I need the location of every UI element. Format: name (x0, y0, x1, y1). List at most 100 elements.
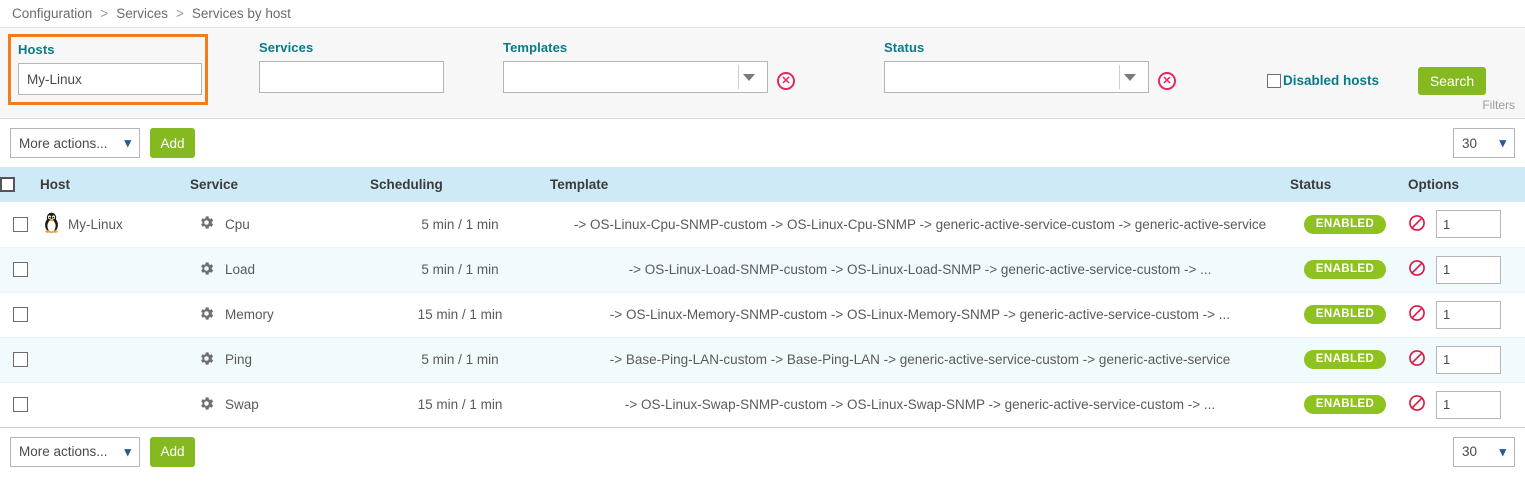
template-cell: -> OS-Linux-Cpu-SNMP-custom -> OS-Linux-… (550, 202, 1290, 248)
host-name[interactable]: My-Linux (68, 216, 123, 232)
linux-penguin-icon (45, 212, 58, 234)
gear-icon[interactable] (198, 305, 215, 325)
table-body: My-Linux Cpu 5 min / 1 min -> OS-Linux-Cpu-… (0, 202, 1525, 428)
templates-select[interactable] (503, 61, 768, 93)
add-button-bottom[interactable]: Add (150, 436, 195, 467)
status-badge: ENABLED (1303, 350, 1387, 369)
disabled-hosts-checkbox[interactable] (1267, 73, 1281, 88)
gear-icon (201, 396, 214, 410)
header-status[interactable]: Status (1290, 167, 1400, 202)
filter-group-services: Services (259, 40, 444, 93)
service-name[interactable]: Cpu (225, 216, 250, 232)
header-scheduling[interactable]: Scheduling (370, 167, 550, 202)
gear-icon[interactable] (198, 395, 215, 415)
services-label: Services (259, 40, 314, 55)
status-clear-icon[interactable]: ✕ (1158, 72, 1176, 90)
breadcrumb-item-configuration[interactable]: Configuration (12, 6, 93, 21)
status-badge: ENABLED (1303, 214, 1387, 234)
host-cell: My-Linux (40, 202, 190, 248)
no-entry-icon[interactable] (1408, 259, 1426, 280)
header-host[interactable]: Host (40, 167, 190, 202)
scheduling-cell: 5 min / 1 min (370, 202, 550, 248)
page-size-value-top: 30 (1462, 135, 1478, 151)
filter-group-templates: Templates ✕ (503, 40, 795, 93)
scheduling-cell: 15 min / 1 min (370, 292, 550, 338)
no-entry-icon (1409, 214, 1425, 231)
no-entry-icon[interactable] (1408, 394, 1426, 415)
service-name[interactable]: Ping (225, 352, 253, 367)
service-cell: Ping (190, 337, 370, 383)
service-cell: Load (190, 247, 370, 293)
status-badge: ENABLED (1303, 395, 1387, 414)
option-value-input[interactable] (1436, 210, 1501, 239)
page-size-value-bottom: 30 (1462, 444, 1478, 459)
option-value-input[interactable] (1436, 255, 1501, 284)
header-options: Options (1400, 167, 1525, 202)
more-actions-select-bottom[interactable]: More actions... ▾ (10, 436, 140, 467)
options-cell (1400, 382, 1525, 428)
more-actions-select-top[interactable]: More actions... ▾ (10, 128, 140, 158)
search-button[interactable]: Search (1418, 67, 1486, 95)
page-size-select-top[interactable]: 30 ▾ (1453, 128, 1515, 158)
gear-icon[interactable] (198, 260, 215, 280)
option-value-input[interactable] (1436, 345, 1501, 374)
service-cell: Memory (190, 292, 370, 338)
option-value-input[interactable] (1436, 390, 1501, 419)
status-cell: ENABLED (1290, 247, 1400, 293)
breadcrumb-item-services[interactable]: Services (116, 6, 168, 21)
template-chain: -> OS-Linux-Cpu-SNMP-custom -> OS-Linux-… (573, 216, 1267, 232)
services-input[interactable] (259, 61, 444, 93)
status-label: Status (884, 40, 925, 55)
row-checkbox[interactable] (12, 397, 28, 413)
row-select-cell (0, 247, 40, 293)
status-cell: ENABLED (1290, 292, 1400, 338)
status-select[interactable] (884, 61, 1149, 93)
gear-icon[interactable] (198, 350, 215, 370)
breadcrumb-separator: > (100, 6, 109, 21)
no-entry-icon[interactable] (1408, 214, 1426, 235)
gear-icon[interactable] (198, 214, 215, 234)
no-entry-icon (1409, 305, 1425, 321)
add-button-top[interactable]: Add (150, 128, 195, 158)
status-badge: ENABLED (1303, 305, 1387, 324)
scheduling-cell: 5 min / 1 min (370, 247, 550, 293)
template-chain: -> OS-Linux-Memory-SNMP-custom -> OS-Lin… (609, 307, 1231, 322)
action-bar-top: More actions... ▾ Add 30 ▾ (0, 119, 1525, 167)
chevron-down-icon: ▾ (1499, 135, 1506, 150)
chevron-down-icon: ▾ (124, 443, 131, 459)
select-all-checkbox[interactable] (0, 177, 15, 193)
service-name[interactable]: Swap (225, 397, 259, 412)
page-size-select-bottom[interactable]: 30 ▾ (1453, 436, 1515, 467)
service-cell: Cpu (190, 202, 370, 248)
row-checkbox[interactable] (12, 352, 28, 368)
no-entry-icon (1409, 260, 1425, 276)
host-cell (40, 247, 190, 293)
option-value-input[interactable] (1436, 300, 1501, 329)
table-row: My-Linux Cpu 5 min / 1 min -> OS-Linux-Cpu-… (0, 202, 1525, 248)
templates-clear-icon[interactable]: ✕ (777, 72, 795, 90)
status-cell: ENABLED (1290, 382, 1400, 428)
header-template[interactable]: Template (550, 167, 1290, 202)
gear-icon (201, 306, 214, 320)
options-cell (1400, 247, 1525, 293)
service-name[interactable]: Memory (225, 307, 274, 322)
chevron-down-icon: ▾ (124, 135, 131, 150)
template-cell: -> Base-Ping-LAN-custom -> Base-Ping-LAN… (550, 337, 1290, 383)
gear-icon (201, 216, 214, 229)
hosts-input[interactable] (18, 63, 202, 95)
no-entry-icon[interactable] (1408, 349, 1426, 370)
breadcrumb-item-services-by-host[interactable]: Services by host (191, 6, 291, 21)
template-cell: -> OS-Linux-Memory-SNMP-custom -> OS-Lin… (550, 292, 1290, 338)
filters-tag: Filters (1482, 98, 1515, 112)
row-checkbox[interactable] (12, 262, 28, 278)
no-entry-icon[interactable] (1408, 304, 1426, 325)
row-checkbox[interactable] (12, 307, 28, 323)
filter-panel: Hosts Services Templates ✕ Status ✕ (0, 28, 1525, 119)
service-name[interactable]: Load (225, 262, 256, 277)
row-checkbox[interactable] (12, 217, 28, 233)
header-service[interactable]: Service (190, 167, 370, 202)
chevron-down-icon (1124, 73, 1136, 81)
status-select-divider (1119, 65, 1120, 89)
disabled-hosts-checkbox-wrap[interactable]: Disabled hosts (1267, 73, 1379, 88)
